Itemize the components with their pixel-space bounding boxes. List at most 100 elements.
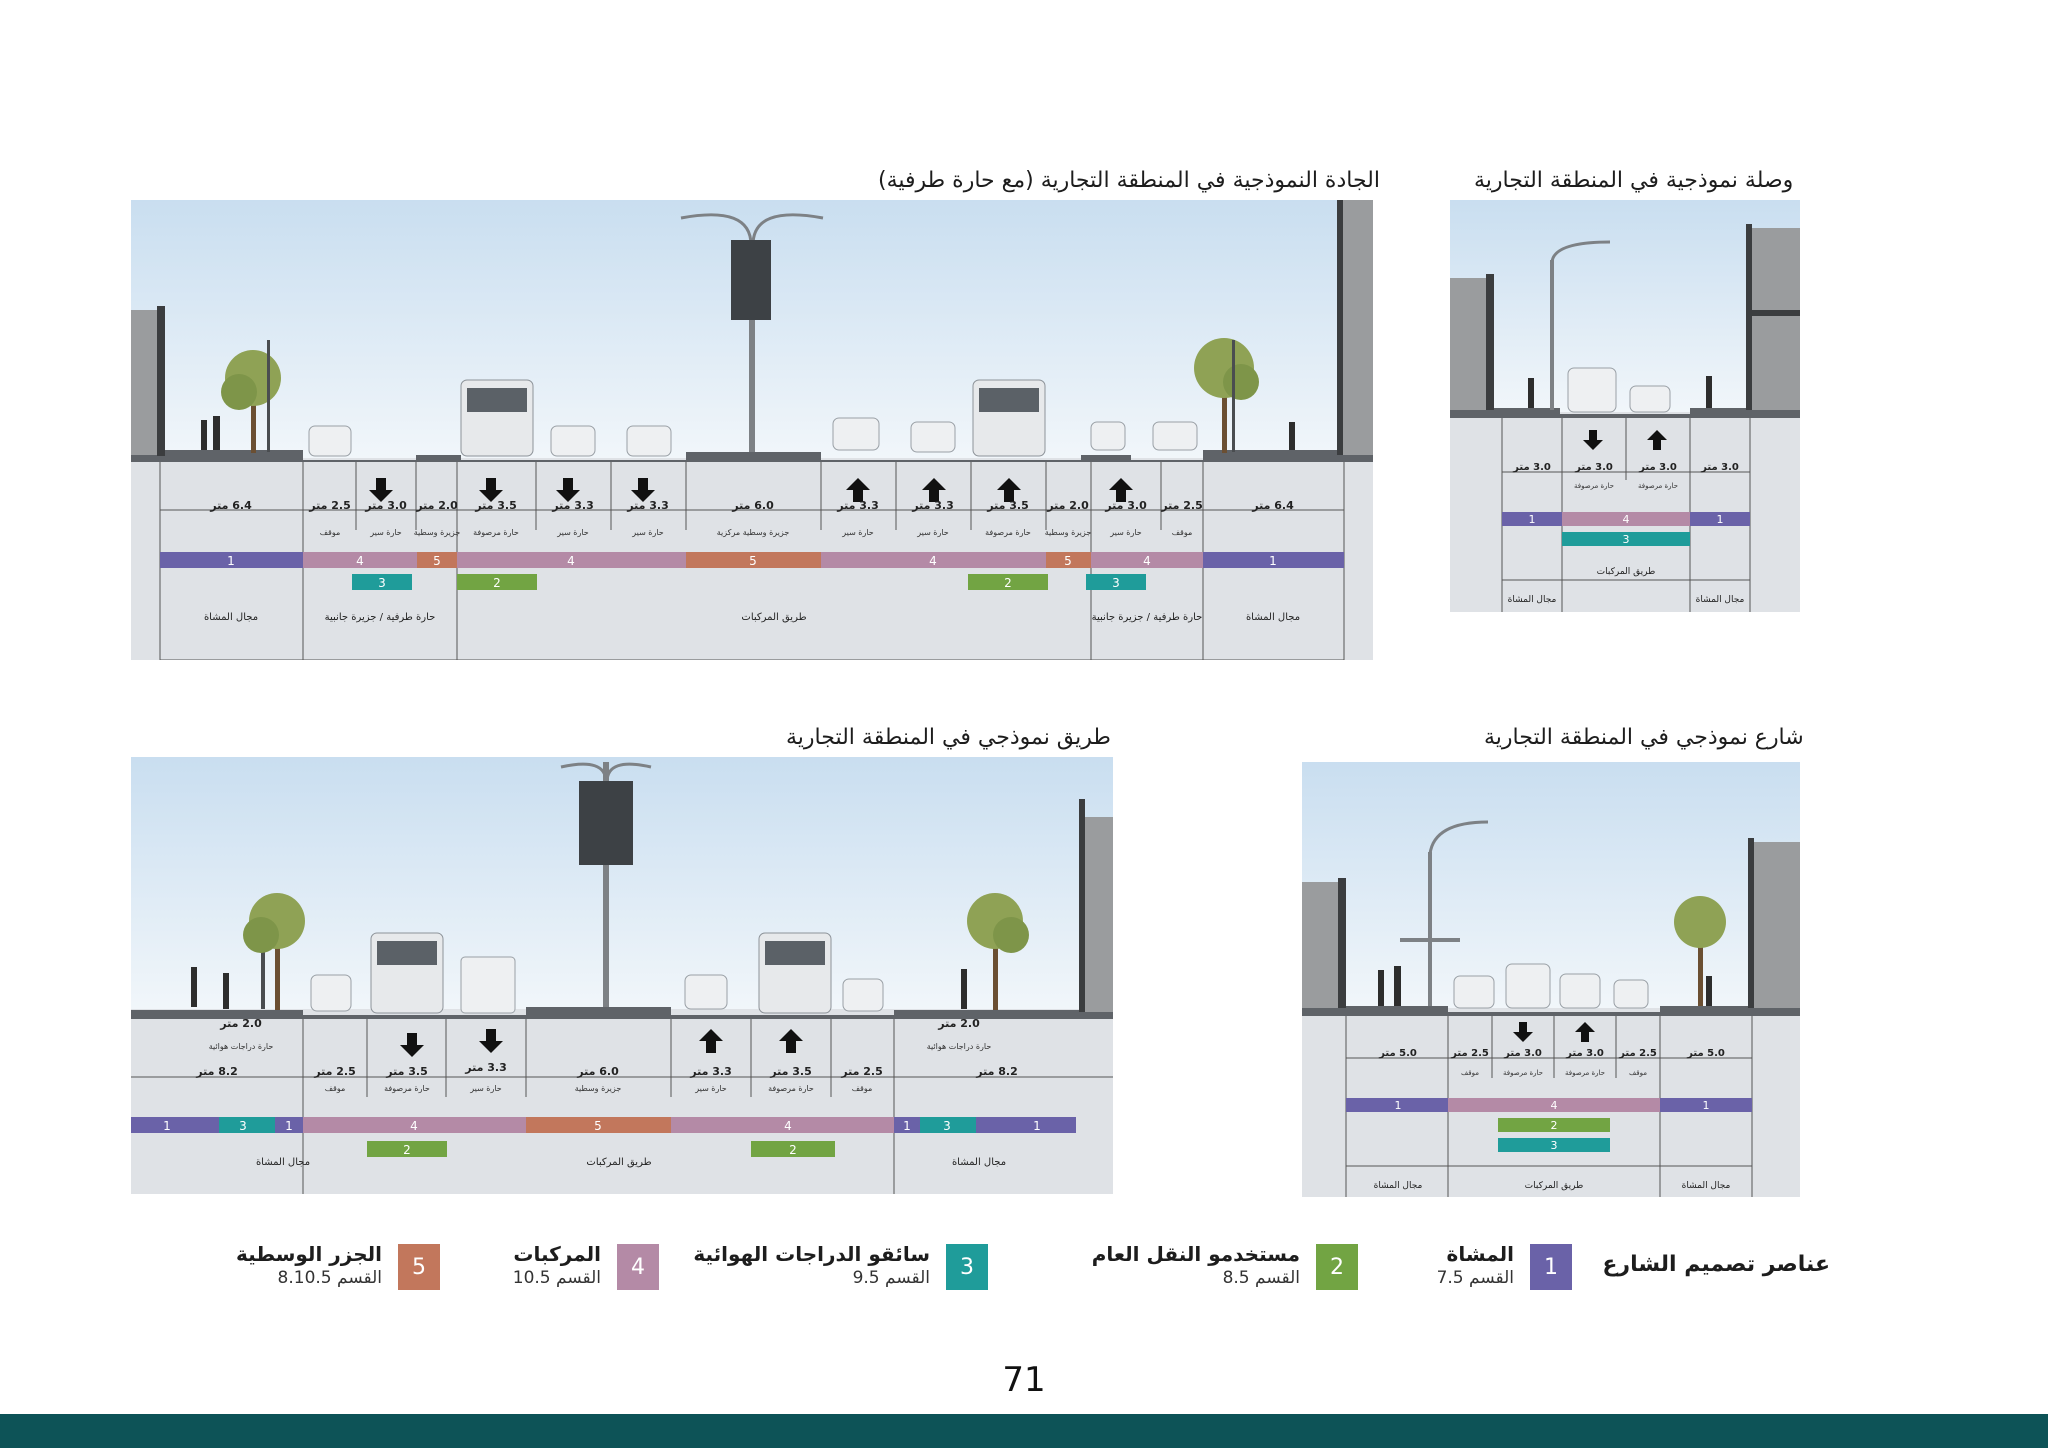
- width-label: 2.5 متر: [1160, 499, 1202, 512]
- legend-name: مستخدمو النقل العام: [1091, 1242, 1300, 1266]
- bar-label: 3: [239, 1119, 247, 1133]
- width-desc: حارة سير: [1109, 528, 1142, 537]
- bar-label: 1: [285, 1119, 293, 1133]
- street-title: شارع نموذجي في المنطقة التجارية: [1484, 725, 1804, 750]
- width-desc: جزيرة وسطية: [414, 528, 461, 537]
- arrow-up-icon: [846, 478, 870, 502]
- width-desc: موقف: [320, 528, 341, 537]
- bar-label: 5: [594, 1119, 602, 1133]
- width-label: 8.2 متر: [975, 1065, 1017, 1078]
- width-label: 2.0 متر: [1046, 499, 1089, 512]
- width-desc: حارة مرصوفة: [768, 1084, 814, 1093]
- footer-bar: [0, 1414, 2048, 1448]
- bar-label: 1: [1269, 554, 1277, 568]
- legend-section: القسم 8.5: [1222, 1268, 1300, 1288]
- zone-label: مجال المشاة: [1374, 1181, 1423, 1191]
- zone-label: مجال المشاة: [1696, 595, 1745, 605]
- width-label: 2.5 متر: [308, 499, 350, 512]
- zone-label: طريق المركبات: [586, 1157, 651, 1168]
- width-label: 3.0 متر: [1574, 462, 1613, 473]
- width-desc: حارة سير: [841, 528, 874, 537]
- legend-name: المشاة: [1446, 1242, 1514, 1266]
- zone-label: مجال المشاة: [1682, 1181, 1731, 1191]
- legend-item-vehicles: 4 المركبات القسم 10.5: [459, 1240, 659, 1292]
- legend-name: الجزر الوسطية: [235, 1242, 382, 1266]
- width-label: 2.5 متر: [313, 1065, 355, 1078]
- width-desc: جزيرة وسطية: [575, 1084, 622, 1093]
- zone-label: حارة طرفية / جزيرة جانبية: [325, 612, 436, 623]
- width-label: 8.2 متر: [195, 1065, 237, 1078]
- arrow-up-icon: [779, 1029, 803, 1053]
- width-desc: موقف: [1461, 1069, 1479, 1077]
- bar-label: 4: [1623, 513, 1630, 526]
- bar-label: 4: [410, 1119, 418, 1133]
- bar-label: 1: [1033, 1119, 1041, 1133]
- bar-label: 3: [1623, 533, 1630, 546]
- bar-label: 2: [1004, 576, 1012, 590]
- bar-label: 4: [784, 1119, 792, 1133]
- width-desc: حارة مرصوفة: [1638, 482, 1678, 490]
- width-desc: موقف: [1629, 1069, 1647, 1077]
- width-label: 3.0 متر: [364, 499, 407, 512]
- width-label: 3.3 متر: [626, 499, 668, 512]
- bar-label: 2: [493, 576, 501, 590]
- road-section-diagram: 8.2 متر 2.0 متر 2.5 متر 3.5 متر 3.3 متر …: [131, 757, 1113, 1194]
- width-label: 5.0 متر: [1378, 1048, 1417, 1059]
- zone-label: طريق المركبات: [1597, 567, 1656, 577]
- bar-label: 2: [789, 1143, 797, 1157]
- width-desc: حارة دراجات هوائية: [927, 1042, 992, 1051]
- width-label: 2.5 متر: [1450, 1048, 1489, 1059]
- legend-section: القسم 8.10.5: [277, 1268, 382, 1288]
- width-label: 2.0 متر: [219, 1017, 262, 1030]
- width-label: 3.5 متر: [385, 1065, 427, 1078]
- arrow-down-icon: [1583, 430, 1603, 450]
- zone-label: مجال المشاة: [204, 612, 258, 623]
- bar-label: 5: [1064, 554, 1072, 568]
- page-number: 71: [1002, 1360, 1046, 1400]
- boulevard-title: الجادة النموذجية في المنطقة التجارية (مع…: [878, 168, 1380, 193]
- width-label: 3.5 متر: [986, 499, 1028, 512]
- legend-swatch: 5: [398, 1244, 440, 1290]
- arrow-up-icon: [1647, 430, 1667, 450]
- width-label: 3.3 متر: [551, 499, 593, 512]
- arrow-up-icon: [699, 1029, 723, 1053]
- legend-item-transit: 2 مستخدمو النقل العام القسم 8.5: [1058, 1240, 1358, 1292]
- bar-label: 5: [433, 554, 441, 568]
- width-desc: موقف: [1172, 528, 1193, 537]
- legend-item-cyclists: 3 سائقو الدراجات الهوائية القسم 9.5: [688, 1240, 988, 1292]
- width-desc: حارة سير: [556, 528, 589, 537]
- bar-label: 1: [1395, 1099, 1402, 1112]
- width-label: 6.0 متر: [576, 1065, 619, 1078]
- width-label: 3.0 متر: [1104, 499, 1147, 512]
- bar-label: 4: [356, 554, 364, 568]
- width-desc: حارة مرصوفة: [985, 528, 1031, 537]
- width-desc: حارة مرصوفة: [1503, 1069, 1543, 1077]
- arrow-up-icon: [922, 478, 946, 502]
- width-label: 6.0 متر: [731, 499, 774, 512]
- width-label: 6.4 متر: [209, 499, 252, 512]
- link-section-diagram: 3.0 متر 3.0 متر 3.0 متر 3.0 متر حارة مرص…: [1450, 200, 1800, 612]
- width-label: 3.3 متر: [836, 499, 878, 512]
- street-section-diagram: 5.0 متر 2.5 متر 3.0 متر 3.0 متر 2.5 متر …: [1302, 762, 1800, 1197]
- legend-swatch: 2: [1316, 1244, 1358, 1290]
- bar-label: 3: [378, 576, 386, 590]
- link-title: وصلة نموذجية في المنطقة التجارية: [1474, 168, 1794, 193]
- arrow-down-icon: [400, 1033, 424, 1057]
- legend-swatch: 4: [617, 1244, 659, 1290]
- bar-label: 4: [567, 554, 575, 568]
- width-label: 3.5 متر: [474, 499, 516, 512]
- arrow-down-icon: [479, 1029, 503, 1053]
- width-desc: جزيرة وسطية مركزية: [717, 528, 790, 537]
- width-desc: حارة مرصوفة: [1574, 482, 1614, 490]
- width-desc: حارة مرصوفة: [1565, 1069, 1605, 1077]
- zone-label: مجال المشاة: [256, 1157, 310, 1168]
- width-desc: حارة سير: [369, 528, 402, 537]
- boulevard-section-diagram: 6.4 متر 2.5 متر 3.0 متر 2.0 متر 3.5 متر …: [131, 200, 1373, 660]
- zone-label: طريق المركبات: [1525, 1181, 1584, 1191]
- width-label: 3.0 متر: [1512, 462, 1551, 473]
- width-label: 2.0 متر: [937, 1017, 980, 1030]
- bar-label: 1: [227, 554, 235, 568]
- legend-section: القسم 10.5: [512, 1268, 601, 1288]
- legend-section: القسم 7.5: [1436, 1268, 1514, 1288]
- arrow-down-icon: [479, 478, 503, 502]
